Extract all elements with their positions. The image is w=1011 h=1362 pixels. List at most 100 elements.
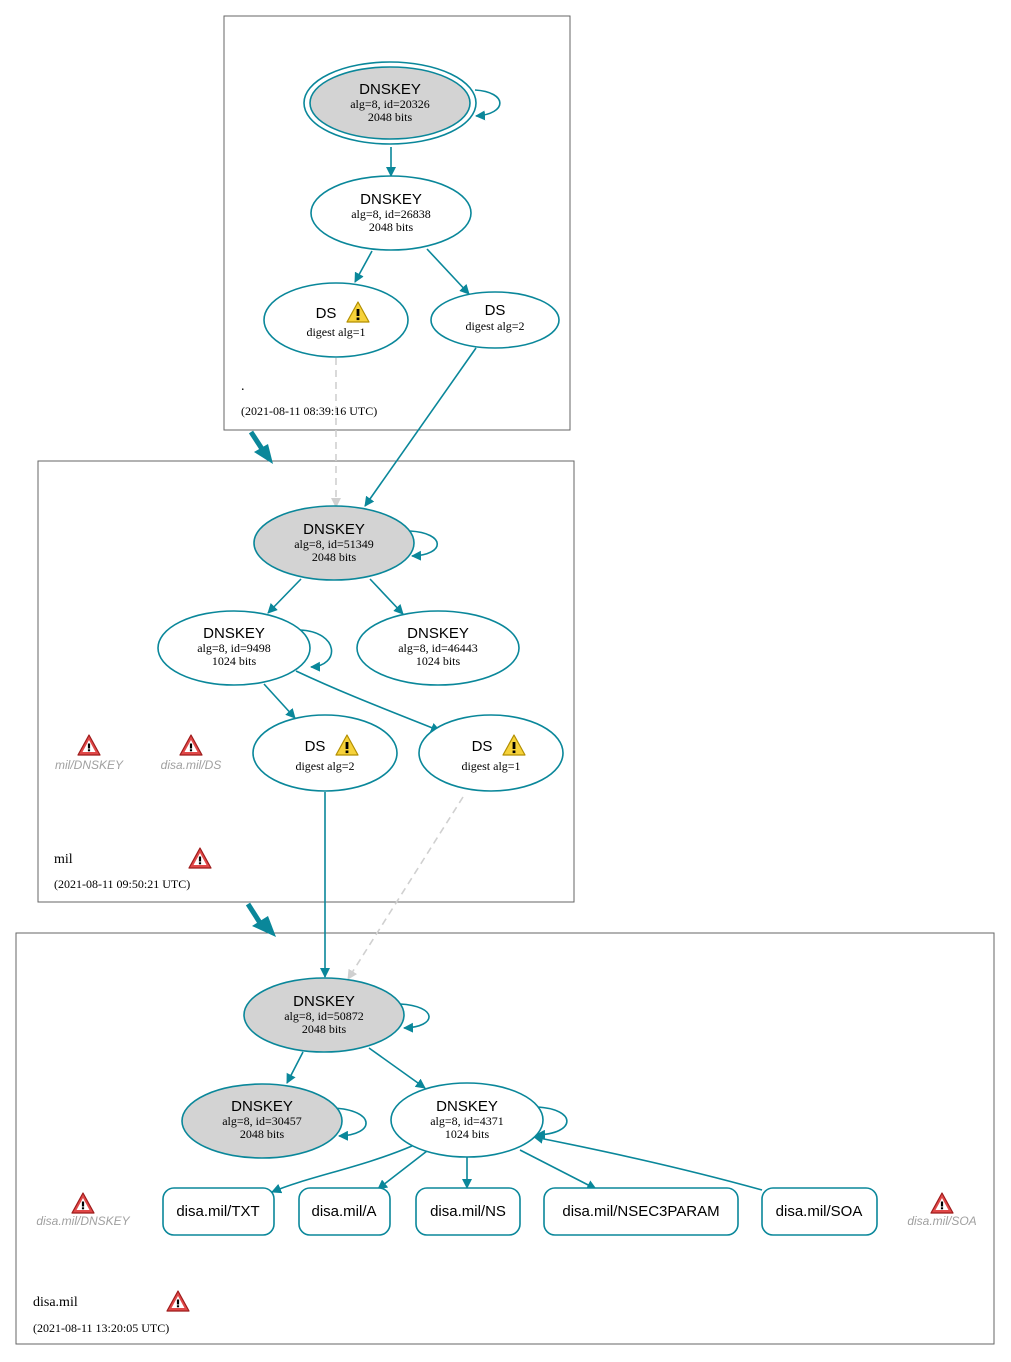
error-icon xyxy=(930,1192,954,1214)
zone-disa-box xyxy=(15,932,995,1345)
node-title: DNSKEY xyxy=(303,521,365,538)
node-mil-ds2[interactable]: DS digest alg=2 xyxy=(252,714,398,792)
error-label: disa.mil/SOA xyxy=(907,1214,976,1228)
node-line2: 1024 bits xyxy=(212,654,257,668)
node-title: DNSKEY xyxy=(203,625,265,642)
node-title: DNSKEY xyxy=(436,1098,498,1115)
zone-mil-error-icon[interactable] xyxy=(188,847,212,869)
error-icon xyxy=(179,734,203,756)
edge-mil-ksk-zsk2 xyxy=(369,578,404,615)
node-title: DS xyxy=(305,738,326,755)
node-mil-ksk[interactable]: DNSKEY alg=8, id=51349 2048 bits xyxy=(253,505,415,581)
node-line1: digest alg=2 xyxy=(465,319,524,333)
record-label: disa.mil/NSEC3PARAM xyxy=(562,1203,719,1220)
node-title: DNSKEY xyxy=(293,993,355,1010)
node-title: DS xyxy=(485,302,506,319)
node-title: DNSKEY xyxy=(360,191,422,208)
node-disa-ksk[interactable]: DNSKEY alg=8, id=50872 2048 bits xyxy=(243,977,405,1053)
edge-disa-ksk-zsk xyxy=(368,1047,426,1089)
zone-mil-box xyxy=(37,460,575,903)
record-label: disa.mil/A xyxy=(311,1203,376,1220)
record-label: disa.mil/SOA xyxy=(776,1203,863,1220)
error-label: mil/DNSKEY xyxy=(55,758,124,772)
node-line1: alg=8, id=9498 xyxy=(197,641,271,655)
edge-mil-zsk1-ds2 xyxy=(263,683,296,719)
zone-root-box xyxy=(223,15,571,431)
edge-root-zsk-ds2 xyxy=(426,248,470,295)
edge-root-ksk-self xyxy=(474,89,501,121)
zone-mil-timestamp: (2021-08-11 09:50:21 UTC) xyxy=(54,877,190,891)
zone-root-name: . xyxy=(241,379,245,394)
node-root-zsk[interactable]: DNSKEY alg=8, id=26838 2048 bits xyxy=(310,175,472,251)
edge-root-zsk-ds1 xyxy=(354,250,373,283)
node-title: DNSKEY xyxy=(231,1098,293,1115)
record-ns[interactable]: disa.mil/NS xyxy=(415,1187,521,1236)
error-label: disa.mil/DNSKEY xyxy=(36,1214,130,1228)
node-title: DS xyxy=(472,738,493,755)
node-title: DNSKEY xyxy=(359,81,421,98)
node-line1: digest alg=1 xyxy=(461,759,520,773)
node-disa-ksk2[interactable]: DNSKEY alg=8, id=30457 2048 bits xyxy=(181,1083,343,1159)
node-root-ds1[interactable]: DS digest alg=1 xyxy=(263,282,409,358)
zone-disa-error-icon[interactable] xyxy=(166,1290,190,1312)
edge-disa-ksk-self xyxy=(399,1003,430,1033)
zone-disa-timestamp: (2021-08-11 13:20:05 UTC) xyxy=(33,1321,169,1335)
error-disa-ds[interactable]: disa.mil/DS xyxy=(161,734,222,772)
edge-mil-ksk-self xyxy=(409,530,439,561)
node-line1: alg=8, id=46443 xyxy=(398,641,478,655)
edge-disa-zsk-self xyxy=(535,1106,568,1140)
node-line2: 2048 bits xyxy=(302,1022,347,1036)
error-icon xyxy=(77,734,101,756)
edge-mil-ds1-disa-ksk xyxy=(347,796,464,980)
record-soa[interactable]: disa.mil/SOA xyxy=(761,1187,878,1236)
edge-mil-zsk1-self xyxy=(299,629,333,672)
node-line1: alg=8, id=26838 xyxy=(351,207,431,221)
node-line1: digest alg=1 xyxy=(306,325,365,339)
node-line2: 2048 bits xyxy=(369,220,414,234)
delegation-arrowhead-mil-disa xyxy=(252,916,276,937)
edge-root-ds2-mil-ksk xyxy=(364,347,477,507)
edge-disa-ksk2-self xyxy=(332,1107,367,1141)
node-title: DS xyxy=(316,305,337,322)
zone-root-timestamp: (2021-08-11 08:39:16 UTC) xyxy=(241,404,377,418)
record-label: disa.mil/NS xyxy=(430,1203,506,1220)
node-line1: alg=8, id=20326 xyxy=(350,97,430,111)
edge-mil-ksk-zsk1 xyxy=(267,578,302,614)
edge-disa-zsk-a xyxy=(377,1150,428,1190)
node-title: DNSKEY xyxy=(407,625,469,642)
record-nsec3param[interactable]: disa.mil/NSEC3PARAM xyxy=(543,1187,739,1236)
node-disa-zsk[interactable]: DNSKEY alg=8, id=4371 1024 bits xyxy=(390,1082,544,1158)
edge-disa-zsk-txt xyxy=(271,1145,413,1194)
node-line2: 2048 bits xyxy=(240,1127,285,1141)
record-txt[interactable]: disa.mil/TXT xyxy=(162,1187,275,1236)
node-line1: alg=8, id=50872 xyxy=(284,1009,364,1023)
node-line1: digest alg=2 xyxy=(295,759,354,773)
error-mil-dnskey[interactable]: mil/DNSKEY xyxy=(55,734,124,772)
node-line1: alg=8, id=30457 xyxy=(222,1114,302,1128)
node-mil-zsk2[interactable]: DNSKEY alg=8, id=46443 1024 bits xyxy=(356,610,520,686)
node-mil-zsk1[interactable]: DNSKEY alg=8, id=9498 1024 bits xyxy=(157,610,311,686)
edge-disa-zsk-nsec3param xyxy=(519,1149,597,1190)
node-root-ds2[interactable]: DS digest alg=2 xyxy=(430,291,560,349)
zone-mil-name: mil xyxy=(54,852,73,867)
record-label: disa.mil/TXT xyxy=(176,1203,259,1220)
error-icon xyxy=(71,1192,95,1214)
edge-mil-zsk1-ds1 xyxy=(295,670,441,733)
record-a[interactable]: disa.mil/A xyxy=(298,1187,391,1236)
node-line2: 1024 bits xyxy=(416,654,461,668)
node-line1: alg=8, id=4371 xyxy=(430,1114,504,1128)
zone-disa-name: disa.mil xyxy=(33,1295,78,1310)
node-mil-ds1[interactable]: DS digest alg=1 xyxy=(418,714,564,792)
node-root-ksk[interactable]: DNSKEY alg=8, id=20326 2048 bits xyxy=(303,61,477,145)
delegation-arrowhead-root-mil xyxy=(254,444,273,464)
error-disa-dnskey[interactable]: disa.mil/DNSKEY xyxy=(36,1192,131,1228)
error-disa-soa[interactable]: disa.mil/SOA xyxy=(907,1192,977,1228)
node-line1: alg=8, id=51349 xyxy=(294,537,374,551)
edge-disa-ksk-ksk2 xyxy=(286,1051,304,1084)
node-line2: 2048 bits xyxy=(312,550,357,564)
node-line2: 2048 bits xyxy=(368,110,413,124)
node-line2: 1024 bits xyxy=(445,1127,490,1141)
edge-disa-zsk-soa xyxy=(533,1133,763,1191)
error-label: disa.mil/DS xyxy=(161,758,222,772)
